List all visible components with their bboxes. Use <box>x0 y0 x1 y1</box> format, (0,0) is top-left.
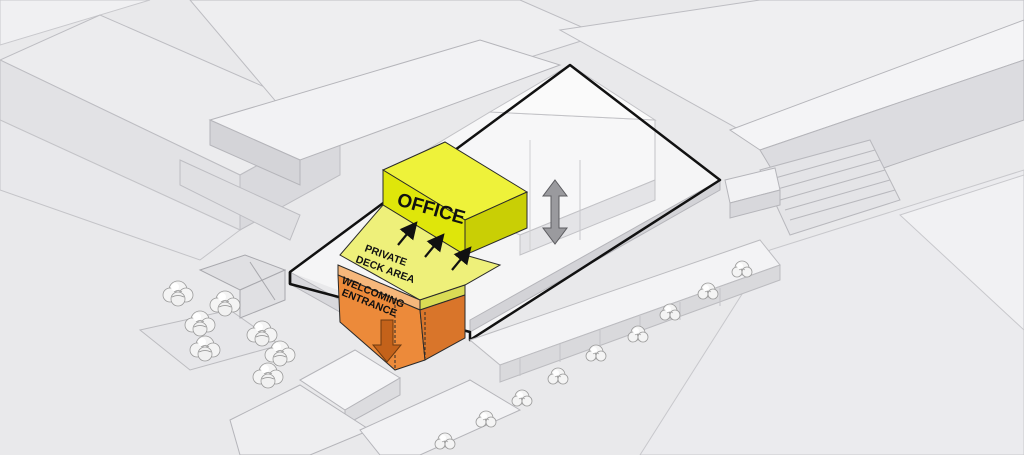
tree-icon <box>162 280 194 307</box>
tree-icon <box>547 367 569 385</box>
stair-structure <box>198 254 287 319</box>
down-arrow-icon <box>371 319 403 363</box>
double-arrow-icon <box>542 179 568 245</box>
welcoming-entrance-block <box>337 264 466 371</box>
tree-icon <box>511 389 533 407</box>
up-arrow-icon <box>397 221 472 271</box>
tree-icon <box>252 362 284 389</box>
tree-icon <box>209 290 241 317</box>
